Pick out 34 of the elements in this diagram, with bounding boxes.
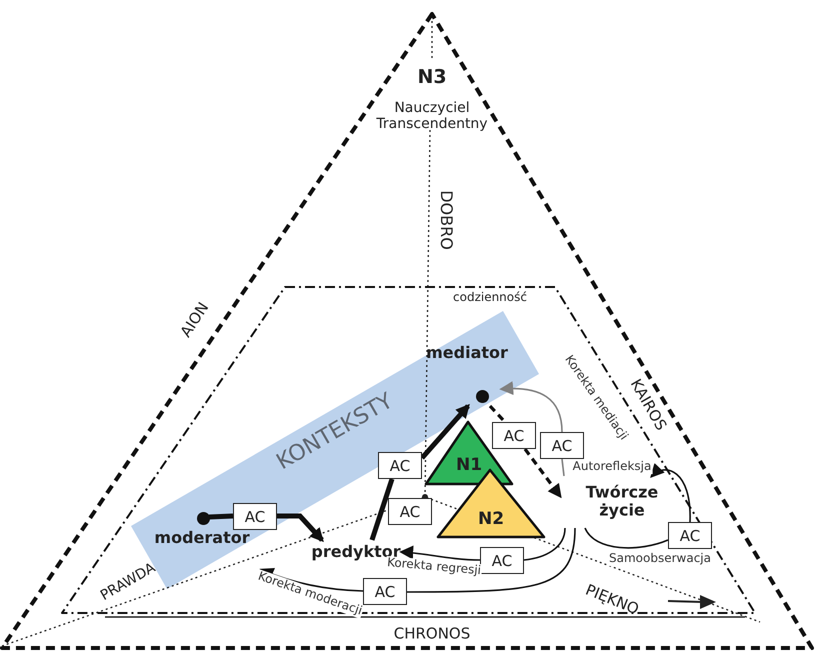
label-box: AC	[378, 452, 422, 479]
triangle-label: N2	[478, 510, 504, 530]
node-label: Twórcze życie	[584, 484, 660, 520]
edge-label: Autorefleksja	[572, 460, 652, 474]
region-label: codzienność	[453, 291, 527, 305]
node-description: Nauczyciel Transcendentny	[375, 100, 489, 132]
triangle-label: N1	[456, 456, 482, 476]
axis-label: DOBRO	[436, 190, 456, 250]
arrow	[650, 463, 691, 522]
label-box: AC	[233, 503, 277, 530]
node-label: moderator	[154, 528, 250, 548]
edge-label: Samoobserwacja	[608, 552, 712, 566]
arrow	[259, 568, 364, 592]
node-label: mediator	[426, 344, 508, 362]
label-box: AC	[388, 498, 432, 525]
connector-line	[524, 528, 566, 561]
triangle-label: N3	[417, 67, 447, 89]
connector-line	[407, 528, 576, 593]
connector-line	[488, 404, 506, 424]
arrow	[524, 448, 562, 498]
label-box: AC	[492, 422, 536, 449]
axis-label: CHRONOS	[394, 625, 470, 643]
label-box: AC	[540, 432, 584, 459]
connector-line	[584, 528, 668, 549]
connector-line	[561, 458, 565, 476]
connector-line	[370, 478, 394, 541]
label-box: AC	[668, 522, 712, 549]
label-box: AC	[480, 547, 524, 574]
label-box: AC	[363, 578, 407, 605]
arrow	[499, 381, 563, 432]
arrow	[420, 404, 470, 460]
connector-line	[208, 514, 234, 520]
arrow	[277, 514, 324, 542]
arrow	[399, 546, 480, 561]
